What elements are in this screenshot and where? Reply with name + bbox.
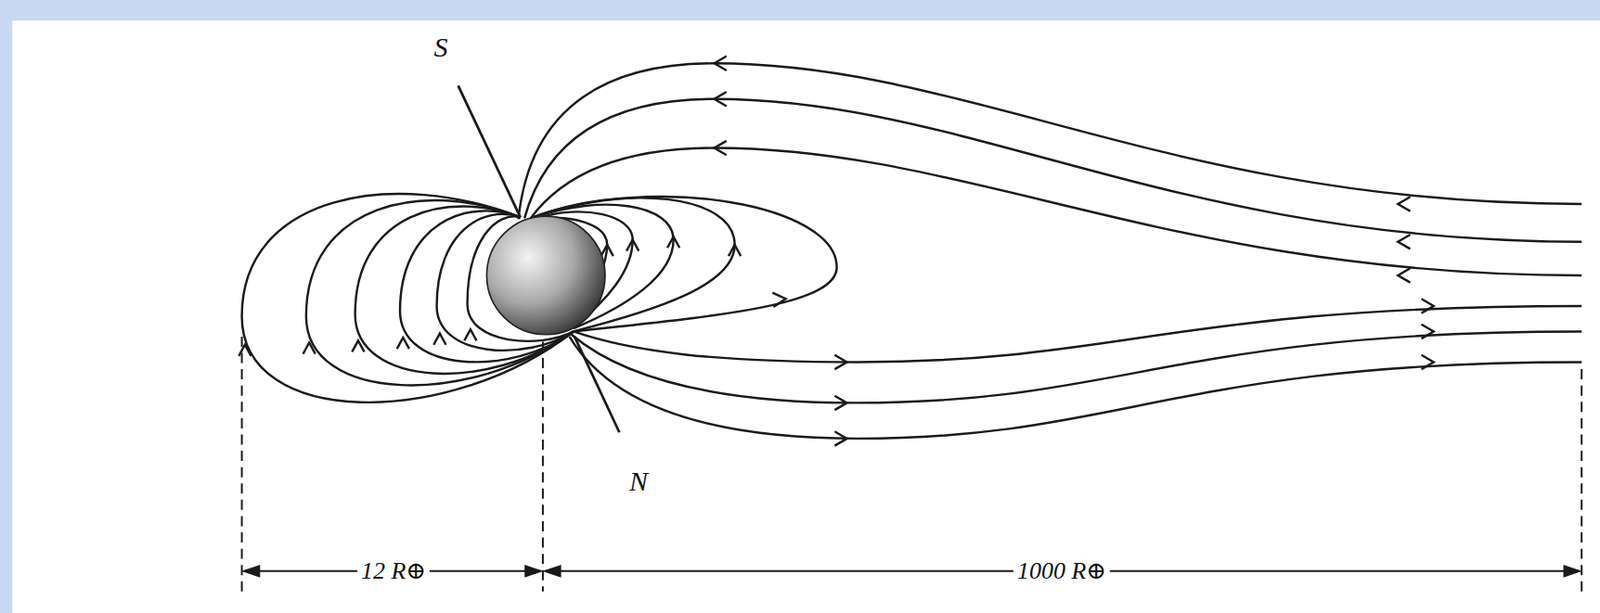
white-panel xyxy=(12,20,1600,613)
dimension-label: 12 R⊕ xyxy=(357,558,430,586)
pole-label: S xyxy=(430,31,452,63)
axis-leaders xyxy=(458,85,620,433)
pole-label: N xyxy=(625,465,652,497)
dimension-label: 1000 R⊕ xyxy=(1013,558,1110,586)
field-arrows xyxy=(238,56,1434,447)
dimension-extensions xyxy=(242,336,1583,593)
dimension-lines xyxy=(244,566,1580,577)
field-lines xyxy=(242,63,1583,439)
earth-globe xyxy=(486,216,606,336)
